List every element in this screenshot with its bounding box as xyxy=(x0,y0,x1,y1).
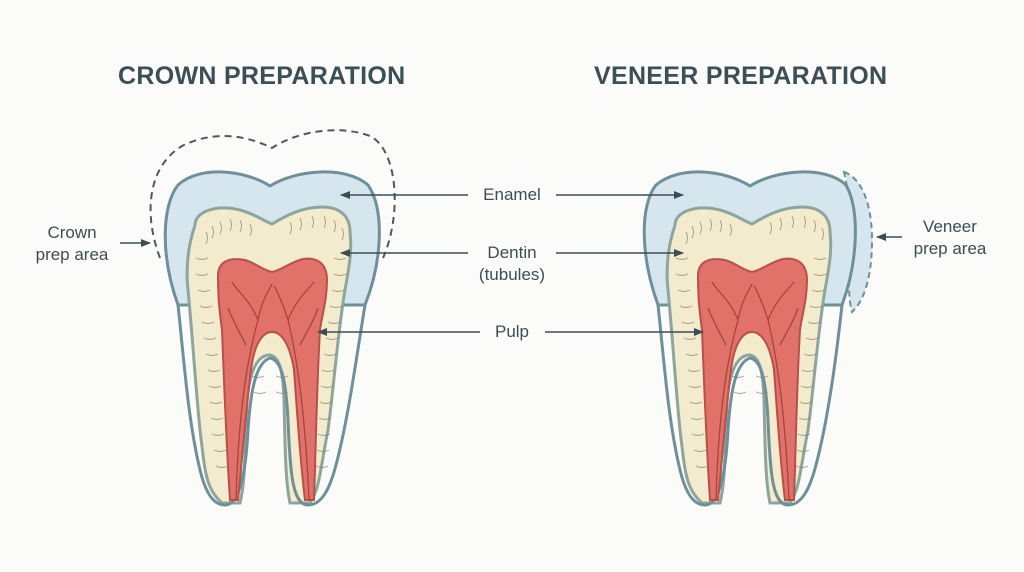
dentin-label-line2: (tubules) xyxy=(478,265,546,284)
crown-prep-label-line2: prep area xyxy=(35,245,109,264)
crown-prep-label-line1: Crown xyxy=(47,223,97,242)
veneer-prep-label-line2: prep area xyxy=(913,239,987,258)
veneer-pulp-vessels xyxy=(707,281,799,501)
veneer-preparation-title: VENEER PREPARATION xyxy=(594,62,888,90)
crown-dentin-tubules xyxy=(195,215,347,468)
crown-prep-area-label: Crown prep area xyxy=(22,222,122,266)
enamel-label-text: Enamel xyxy=(483,185,541,204)
pulp-label: Pulp xyxy=(482,321,542,343)
crown-pulp-chamber xyxy=(216,257,329,501)
crown-root-outline xyxy=(176,304,367,507)
crown-tooth xyxy=(149,129,396,507)
veneer-dentin-tubules xyxy=(675,215,827,468)
crown-preparation-title: CROWN PREPARATION xyxy=(118,62,406,90)
enamel-label: Enamel xyxy=(472,184,552,206)
crown-prep-area-outline xyxy=(149,129,396,259)
veneer-pulp-chamber xyxy=(696,257,809,501)
veneer-prep-area-label: Veneer prep area xyxy=(900,216,1000,260)
crown-pulp-vessels xyxy=(227,281,319,501)
pulp-label-text: Pulp xyxy=(494,322,530,341)
dentin-label: Dentin (tubules) xyxy=(462,242,562,286)
veneer-tooth xyxy=(642,170,874,507)
veneer-root-outline xyxy=(656,304,844,507)
veneer-prep-label-line1: Veneer xyxy=(923,217,977,236)
dentin-label-line1: Dentin xyxy=(487,243,537,262)
